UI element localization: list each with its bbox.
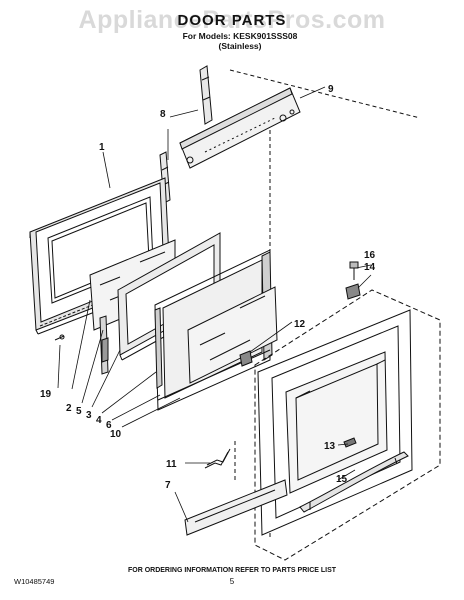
callout-19: 19: [40, 389, 52, 400]
door-bracket-11: [204, 448, 231, 469]
handle-bracket-13: [343, 437, 357, 448]
callout-labels: 1 8 9 2 5 3 4 6 10 19 12 16 14 11 7 13 1…: [40, 84, 376, 491]
door-handle: [299, 451, 409, 513]
document-number: W10485749: [14, 577, 55, 586]
callout-4: 4: [96, 415, 102, 426]
callout-14: 14: [364, 262, 376, 273]
callout-15: 15: [336, 474, 348, 485]
bottom-door-trim: [184, 479, 288, 536]
callout-9: 9: [328, 84, 334, 95]
callout-16: 16: [364, 250, 376, 261]
model-line: For Models: KESK901SSS08: [182, 31, 298, 41]
door-assembly-outline: [254, 289, 441, 561]
finish-line: (Stainless): [218, 41, 262, 51]
callout-8: 8: [160, 109, 166, 120]
handle-screw-16: [349, 261, 359, 280]
screw-19: [54, 334, 65, 341]
callout-2: 2: [66, 403, 72, 414]
glass-spacer: [99, 315, 109, 375]
ordering-note: FOR ORDERING INFORMATION REFER TO PARTS …: [127, 567, 337, 574]
callout-5: 5: [76, 406, 82, 417]
watermark: AppliancePartsPros.com: [78, 6, 386, 34]
leader-lines: [57, 86, 372, 523]
callout-11: 11: [166, 459, 177, 470]
callout-3: 3: [86, 410, 92, 421]
callout-10: 10: [110, 429, 122, 440]
callout-7: 7: [165, 480, 171, 491]
handle-mount-right: [345, 283, 361, 300]
vent-trim-panel: [179, 87, 301, 169]
middle-glass-panel: [187, 286, 278, 384]
outer-door-panel: [257, 309, 413, 536]
callout-6: 6: [106, 420, 112, 431]
callout-13: 13: [324, 441, 336, 452]
callout-12: 12: [294, 319, 306, 330]
hinge-bracket-upper: [199, 65, 213, 125]
handle-mount-left: [239, 350, 253, 367]
page-number: 5: [229, 577, 235, 586]
page-title: DOOR PARTS: [177, 12, 287, 29]
callout-1: 1: [99, 142, 105, 153]
